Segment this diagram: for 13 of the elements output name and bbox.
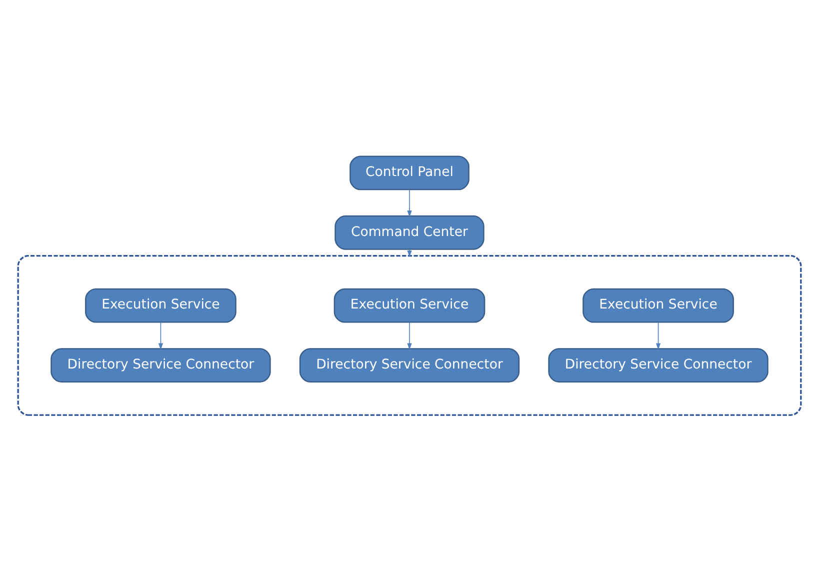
arrow [656, 321, 661, 350]
node-box: Directory Service Connector [50, 348, 271, 382]
node-box: Control Panel [350, 155, 470, 190]
node-box: Execution Service [85, 288, 236, 322]
node-box: Directory Service Connector [548, 348, 768, 382]
cluster [17, 254, 802, 416]
node-box: Directory Service Connector [299, 348, 520, 382]
node-box: Execution Service [334, 288, 486, 322]
node-box: Execution Service [582, 288, 734, 322]
arrow [158, 321, 164, 350]
node-box: Command Center [334, 214, 484, 250]
arrow [407, 321, 412, 350]
arrow [407, 188, 412, 217]
